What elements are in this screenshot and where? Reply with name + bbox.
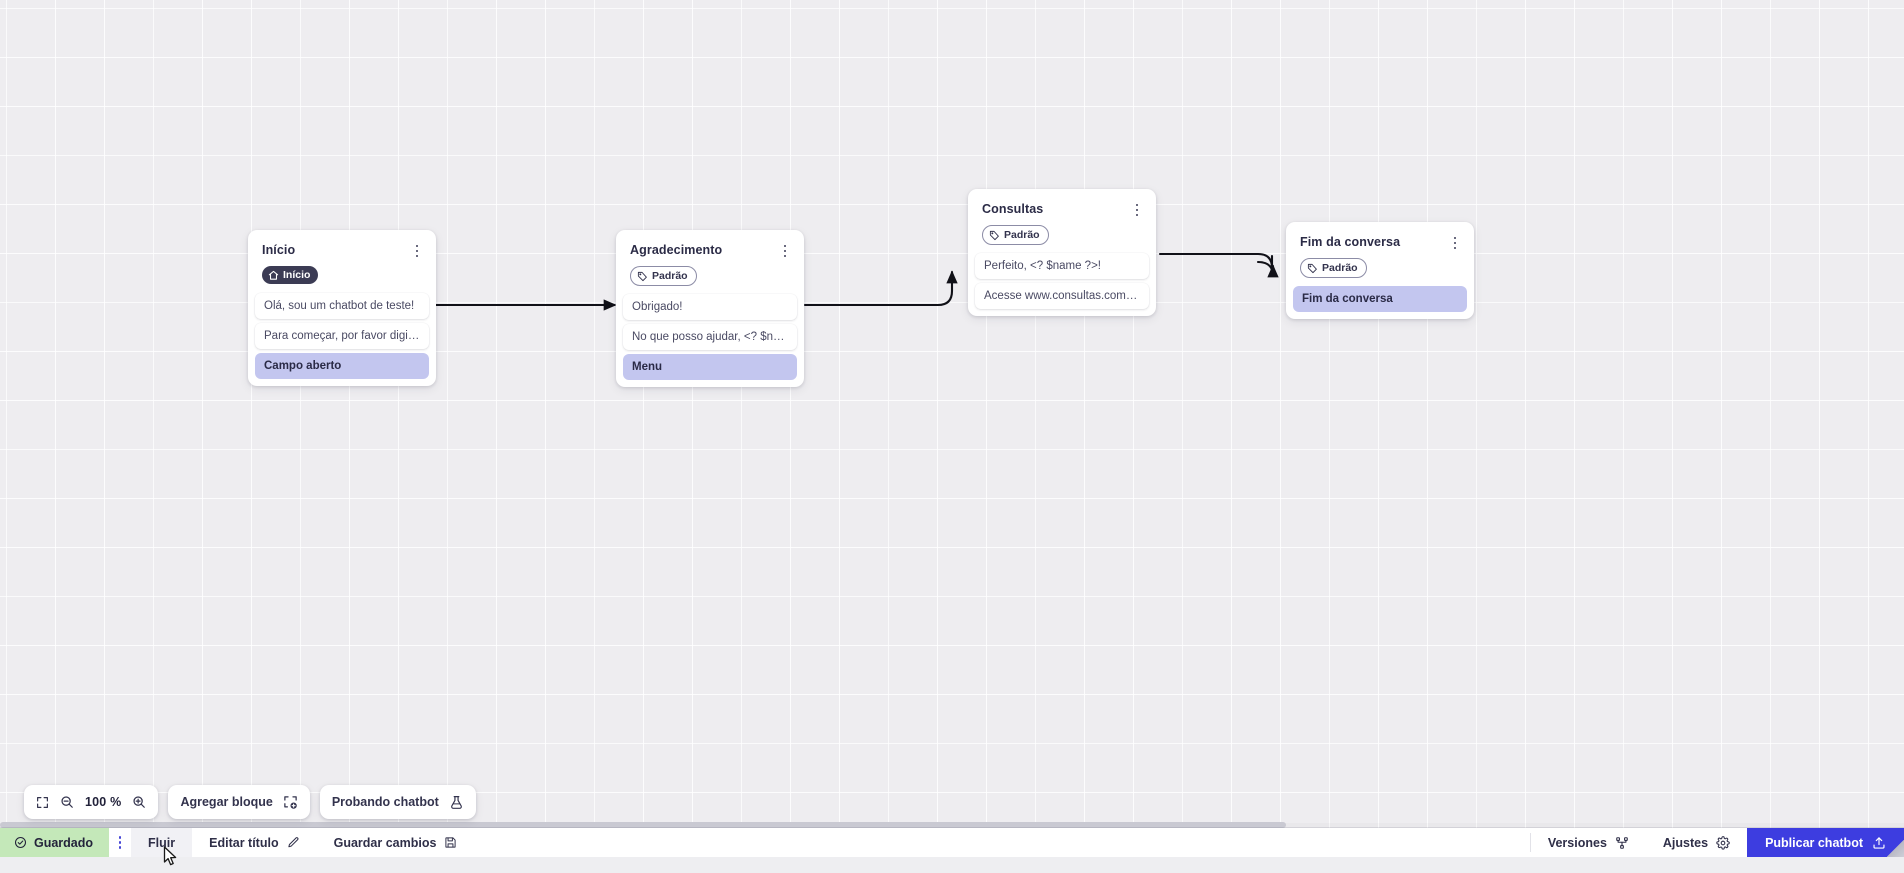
node-row-highlighted[interactable]: Fim da conversa [1293, 286, 1467, 312]
publish-chatbot-button[interactable]: Publicar chatbot [1747, 828, 1904, 857]
tab-fluir-label: Fluir [148, 836, 175, 850]
node-menu-icon[interactable] [1447, 234, 1463, 252]
node-row[interactable]: Obrigado! [623, 294, 797, 320]
zoom-level: 100 % [85, 795, 121, 809]
node-rows: Olá, sou um chatbot de teste! Para começ… [255, 293, 429, 379]
connector-layer [0, 0, 1904, 843]
node-tag-default[interactable]: Padrão [1300, 258, 1367, 278]
save-changes-button[interactable]: Guardar cambios [317, 828, 475, 857]
node-row-highlighted[interactable]: Campo aberto [255, 353, 429, 379]
versions-label: Versiones [1548, 836, 1607, 850]
node-rows: Obrigado! No que posso ajudar, <? $name … [623, 294, 797, 380]
node-tag-label: Padrão [1004, 229, 1040, 241]
tab-fluir[interactable]: Fluir [131, 828, 192, 857]
flow-canvas[interactable]: Início Início Olá, sou um chatbot de tes… [0, 0, 1904, 843]
node-row[interactable]: No que posso ajudar, <? $name ... [623, 324, 797, 350]
node-title: Agradecimento [630, 242, 722, 257]
pencil-icon [287, 836, 300, 849]
node-header: Agradecimento [623, 237, 797, 260]
node-row[interactable]: Olá, sou um chatbot de teste! [255, 293, 429, 319]
bottom-bar: Guardado Fluir Editar título Guardar cam… [0, 828, 1904, 857]
settings-label: Ajustes [1663, 836, 1708, 850]
add-block-button[interactable]: Agregar bloque [168, 785, 309, 819]
bottom-bar-menu-icon[interactable] [109, 828, 131, 857]
node-inicio[interactable]: Início Início Olá, sou um chatbot de tes… [248, 230, 436, 386]
test-chatbot-button[interactable]: Probando chatbot [320, 785, 476, 819]
saved-label: Guardado [34, 836, 93, 850]
connector-consultas-fim-tail [1160, 253, 1273, 269]
settings-button[interactable]: Ajustes [1646, 828, 1747, 857]
zoom-in-icon[interactable] [132, 795, 146, 809]
node-tag-row: Padrão [975, 219, 1149, 253]
tag-icon [989, 230, 1000, 241]
canvas-toolbar: 100 % Agregar bloque Probando chatbot [24, 785, 476, 819]
node-tag-label: Início [283, 269, 310, 281]
node-tag-start[interactable]: Início [262, 266, 318, 284]
node-row[interactable]: Perfeito, <? $name ?>! [975, 253, 1149, 279]
add-block-icon [283, 795, 298, 810]
node-tag-label: Padrão [652, 270, 688, 282]
node-menu-icon[interactable] [1129, 201, 1145, 219]
tag-icon [1307, 263, 1318, 274]
saved-status-badge: Guardado [0, 828, 109, 857]
publish-label: Publicar chatbot [1765, 836, 1863, 850]
node-rows: Fim da conversa [1293, 286, 1467, 312]
node-agradecimento[interactable]: Agradecimento Padrão Obrigado! No que po… [616, 230, 804, 387]
add-block-label: Agregar bloque [180, 795, 272, 809]
test-chatbot-label: Probando chatbot [332, 795, 439, 809]
node-rows: Perfeito, <? $name ?>! Acesse www.consul… [975, 253, 1149, 309]
node-fim-da-conversa[interactable]: Fim da conversa Padrão Fim da conversa [1286, 222, 1474, 319]
tag-icon [637, 271, 648, 282]
node-tag-default[interactable]: Padrão [982, 225, 1049, 245]
node-tag-default[interactable]: Padrão [630, 266, 697, 286]
bottom-bar-spacer [474, 828, 1529, 857]
node-header: Fim da conversa [1293, 229, 1467, 252]
save-changes-label: Guardar cambios [334, 836, 437, 850]
node-consultas[interactable]: Consultas Padrão Perfeito, <? $name ?>! … [968, 189, 1156, 316]
connector-consultas-fim [1160, 254, 1272, 268]
node-title: Início [262, 242, 295, 257]
node-header: Início [255, 237, 429, 260]
connector-consultas-fim-arrow [1258, 262, 1273, 276]
zoom-controls: 100 % [24, 785, 158, 819]
save-icon [444, 836, 457, 849]
node-tag-row: Padrão [1293, 252, 1467, 286]
zoom-out-icon[interactable] [60, 795, 74, 809]
fit-screen-icon[interactable] [36, 796, 49, 809]
versions-button[interactable]: Versiones [1531, 828, 1646, 857]
edit-title-button[interactable]: Editar título [192, 828, 316, 857]
node-menu-icon[interactable] [777, 242, 793, 260]
node-row[interactable]: Para começar, por favor digite o ... [255, 323, 429, 349]
flask-icon [449, 795, 464, 810]
home-icon [268, 270, 279, 281]
node-row-highlighted[interactable]: Menu [623, 354, 797, 380]
node-title: Fim da conversa [1300, 234, 1400, 249]
gear-icon [1716, 836, 1730, 850]
node-tag-row: Padrão [623, 260, 797, 294]
check-circle-icon [14, 836, 27, 849]
branch-icon [1615, 836, 1629, 850]
node-tag-row: Início [255, 260, 429, 293]
node-header: Consultas [975, 196, 1149, 219]
upload-icon [1872, 836, 1886, 850]
edit-title-label: Editar título [209, 836, 278, 850]
node-menu-icon[interactable] [409, 242, 425, 260]
node-tag-label: Padrão [1322, 262, 1358, 274]
connector-agradecimento-consultas [805, 272, 952, 305]
node-row[interactable]: Acesse www.consultas.com par... [975, 283, 1149, 309]
node-title: Consultas [982, 201, 1043, 216]
